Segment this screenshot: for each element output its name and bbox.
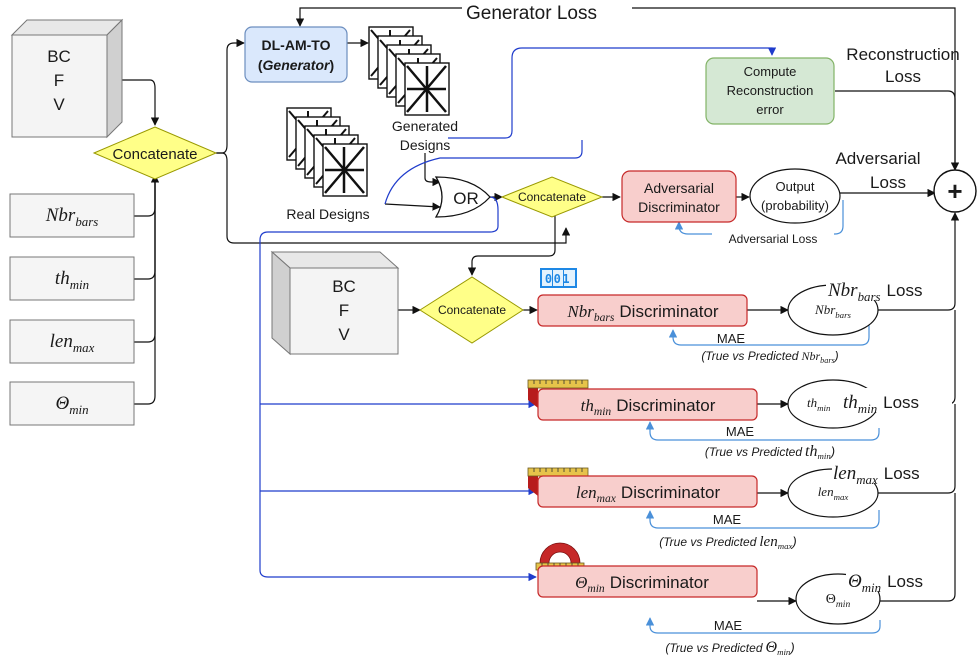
- concatenate-label-3: Concatenate: [438, 303, 506, 317]
- generator-loss-label-bg: [462, 0, 632, 24]
- generated-design-stack: [368, 26, 450, 116]
- concatenate-label-2: Concatenate: [518, 190, 586, 204]
- len-loss-bg: [832, 459, 954, 483]
- svg-text:Nbrbars: Nbrbars: [45, 205, 99, 229]
- recon-line-3: error: [756, 102, 784, 117]
- generator-subtitle: (Generator): [258, 57, 334, 73]
- generated-designs-line-1: Generated: [392, 118, 458, 134]
- cube2-line-v: V: [338, 325, 350, 344]
- cube1-line-v: V: [53, 95, 65, 114]
- reconstruction-loss-line-2: Loss: [885, 67, 921, 86]
- input-cube-1: BC F V: [10, 18, 124, 139]
- th-loss-bg: [842, 388, 952, 412]
- mae-label-nbr: MAE: [717, 331, 746, 346]
- constraint-box-len-max: lenmax: [9, 319, 135, 364]
- counter-icon: 001: [540, 268, 577, 288]
- sum-symbol: +: [947, 176, 962, 206]
- svg-text:thmin: thmin: [55, 268, 89, 292]
- output-line-1: Output: [775, 179, 814, 194]
- concatenate-label-1: Concatenate: [112, 146, 197, 163]
- svg-text:lenmax: lenmax: [50, 331, 95, 355]
- th-min-ellipse-text: thmin: [807, 395, 831, 413]
- mae-label-theta: MAE: [714, 618, 743, 633]
- svg-text:Θmin: Θmin: [55, 393, 88, 417]
- svg-text:Θmin: Θmin: [826, 592, 851, 610]
- recon-line-1: Compute: [744, 64, 797, 79]
- black-connectors: [108, 7, 960, 606]
- svg-text:Nbrbars: Nbrbars: [814, 302, 851, 320]
- reconstruction-box: Compute Reconstruction error: [705, 57, 835, 125]
- concatenate-diamond-2: Concatenate: [500, 176, 604, 218]
- output-line-2: (probability): [761, 198, 829, 213]
- cube1-line-f: F: [54, 71, 64, 90]
- or-label: OR: [453, 189, 479, 208]
- adversarial-discriminator-box: Adversarial Discriminator: [621, 170, 737, 223]
- real-design-stack: [286, 107, 368, 197]
- adversarial-loss-line-2: Loss: [870, 173, 906, 192]
- counter-icon-text: 001: [545, 272, 571, 286]
- cube1-line-bc: BC: [47, 47, 71, 66]
- adv-disc-line-1: Adversarial: [644, 180, 714, 196]
- adv-feedback-bg: [712, 231, 834, 246]
- adversarial-loss-line-1: Adversarial: [835, 149, 920, 168]
- ruler-icon-th: [527, 379, 589, 408]
- cube2-line-bc: BC: [332, 277, 356, 296]
- reconstruction-loss-line-1: Reconstruction: [846, 45, 959, 64]
- constraint-box-nbr-bars: Nbrbars: [9, 193, 135, 238]
- input-cube-2: BC F V: [270, 250, 400, 356]
- mae-label-len: MAE: [713, 512, 742, 527]
- blue-design-feeds: [259, 47, 777, 582]
- concatenate-diamond-3: Concatenate: [419, 276, 524, 344]
- generator-loss-label: Generator Loss: [466, 3, 597, 24]
- generator-box: DL-AM-TO (Generator): [244, 26, 348, 83]
- adversarial-feedback-label: Adversarial Loss: [729, 232, 818, 246]
- generated-designs-line-2: Designs: [400, 137, 451, 153]
- generator-title: DL-AM-TO: [262, 37, 331, 53]
- recon-line-2: Reconstruction: [727, 83, 814, 98]
- constraint-box-th-min: thmin: [9, 256, 135, 301]
- output-probability-ellipse: Output (probability): [749, 168, 841, 224]
- svg-text:lenmax: lenmax: [818, 484, 849, 502]
- mae-label-th: MAE: [726, 424, 755, 439]
- theta-loss-bg: [846, 567, 952, 591]
- nbr-loss-bg: [826, 276, 954, 300]
- adv-disc-line-2: Discriminator: [638, 199, 720, 215]
- concatenate-diamond-1: Concatenate: [92, 126, 218, 180]
- sum-node: +: [933, 169, 977, 213]
- or-gate: OR: [434, 176, 491, 218]
- real-designs-label: Real Designs: [286, 206, 369, 222]
- ruler-icon-len: [527, 467, 589, 496]
- cube2-line-f: F: [339, 301, 349, 320]
- constraint-box-theta-min: Θmin: [9, 381, 135, 426]
